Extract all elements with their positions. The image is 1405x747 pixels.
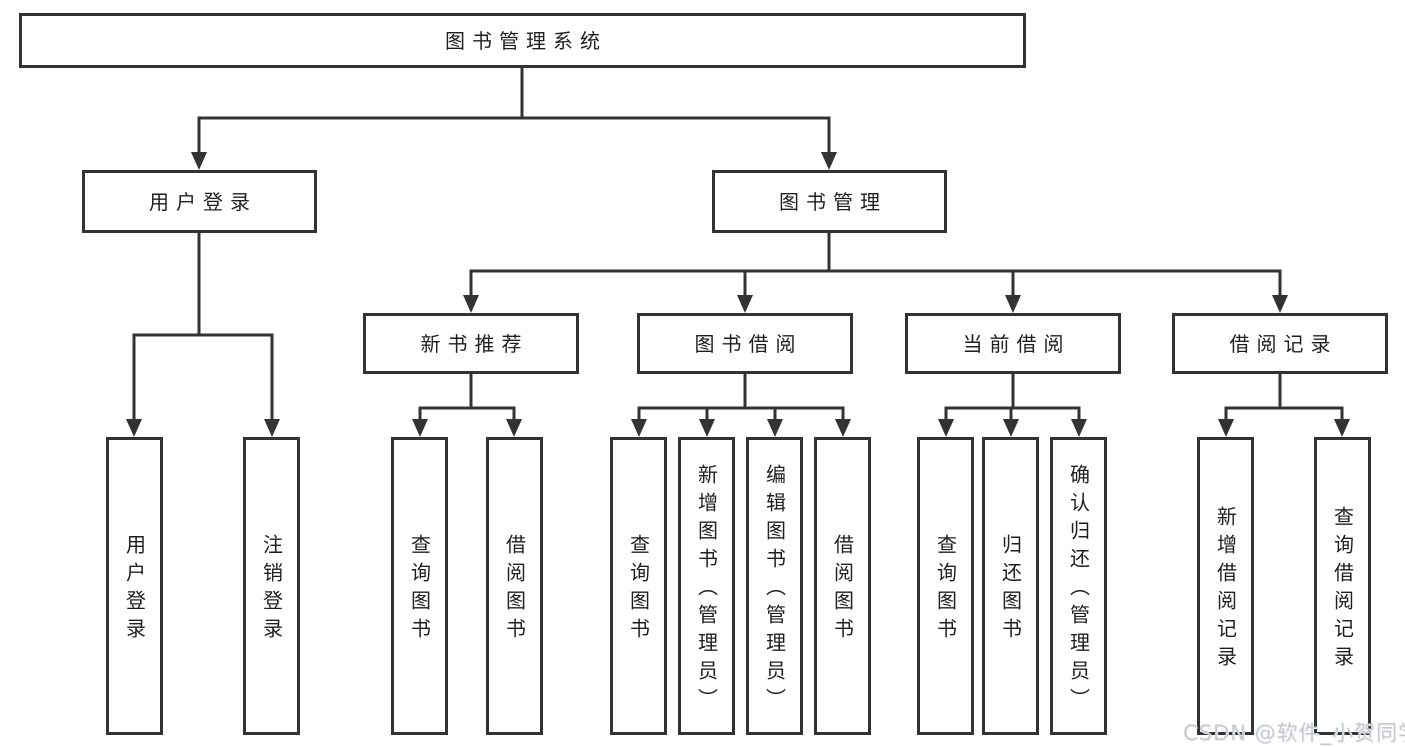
node-new-book-recommendation: 新书推荐: [363, 313, 579, 374]
arrowhead-current-borrowing: [1005, 295, 1021, 313]
arrowhead-leaf-query-books-1: [412, 419, 428, 437]
arrowhead-leaf-query-borrow-record: [1334, 419, 1350, 437]
arrowhead-leaf-edit-book: [767, 419, 783, 437]
leaf-label: 确认归还（管理员）: [1066, 464, 1091, 716]
leaf-return-books: 归还图书: [982, 437, 1039, 735]
leaf-label: 借阅图书: [830, 534, 855, 646]
leaf-add-book-admin: 新增图书（管理员）: [678, 437, 735, 735]
leaf-label: 新增图书（管理员）: [694, 464, 719, 716]
node-book-management: 图书管理: [712, 170, 947, 233]
arrowhead-borrowing-records: [1272, 295, 1288, 313]
arrowhead-leaf-borrow-books-2: [835, 419, 851, 437]
arrowhead-book-management: [821, 152, 837, 170]
leaf-user-login: 用户登录: [106, 437, 163, 735]
leaf-edit-book-admin: 编辑图书（管理员）: [746, 437, 803, 735]
arrowhead-leaf-user-login: [126, 419, 142, 437]
leaf-logout: 注销登录: [243, 437, 300, 735]
connector-root-to-level2: [197, 66, 831, 154]
leaf-query-books-borrowing: 查询图书: [610, 437, 667, 735]
node-current-borrowing: 当前借阅: [905, 313, 1121, 374]
leaf-label: 新增借阅记录: [1213, 506, 1238, 674]
node-label: 图书管理系统: [445, 28, 607, 53]
leaf-label: 编辑图书（管理员）: [762, 464, 787, 716]
leaf-label: 查询图书: [407, 534, 432, 646]
arrowhead-leaf-logout: [264, 419, 280, 437]
connector-book-management-branch: [469, 233, 1282, 297]
leaf-label: 用户登录: [122, 534, 147, 646]
node-label: 借阅记录: [1229, 331, 1338, 356]
leaf-query-borrow-record: 查询借阅记录: [1314, 437, 1371, 735]
arrowhead-new-book-recommendation: [463, 295, 479, 313]
arrowhead-leaf-query-books-3: [938, 419, 954, 437]
leaf-query-books-current: 查询图书: [917, 437, 974, 735]
connector-current-borrowing-branch: [944, 374, 1081, 421]
arrowhead-leaf-borrow-books-1: [506, 419, 522, 437]
leaf-query-books-recommendation: 查询图书: [391, 437, 448, 735]
leaf-label: 查询借阅记录: [1330, 506, 1355, 674]
connector-user-login-branch: [132, 233, 274, 421]
leaf-add-borrow-record: 新增借阅记录: [1197, 437, 1254, 735]
node-library-management-system: 图书管理系统: [19, 13, 1026, 68]
node-label: 图书借阅: [694, 331, 803, 356]
leaf-label: 归还图书: [998, 534, 1023, 646]
leaf-label: 查询图书: [626, 534, 651, 646]
node-label: 用户登录: [149, 189, 257, 214]
connector-borrowing-records-branch: [1224, 374, 1344, 421]
node-label: 图书管理: [779, 189, 887, 214]
arrowhead-leaf-confirm-return: [1071, 419, 1087, 437]
arrowhead-leaf-return-books: [1003, 419, 1019, 437]
arrowhead-leaf-add-borrow-record: [1218, 419, 1234, 437]
leaf-borrow-books-borrowing: 借阅图书: [814, 437, 871, 735]
watermark: CSDN @软件_小贺同学: [1183, 721, 1405, 745]
node-book-borrowing: 图书借阅: [637, 313, 853, 374]
arrowhead-user-login: [191, 152, 207, 170]
leaf-label: 借阅图书: [502, 534, 527, 646]
arrowhead-book-borrowing: [737, 295, 753, 313]
node-label: 当前借阅: [962, 331, 1071, 356]
leaf-label: 注销登录: [259, 534, 284, 646]
connector-book-borrowing-branch: [637, 374, 845, 421]
leaf-label: 查询图书: [933, 534, 958, 646]
connector-new-book-branch: [418, 374, 516, 421]
arrowhead-leaf-query-books-2: [631, 419, 647, 437]
node-user-login: 用户登录: [82, 170, 317, 233]
leaf-borrow-books-recommendation: 借阅图书: [486, 437, 543, 735]
arrowhead-leaf-add-book: [699, 419, 715, 437]
node-borrowing-records: 借阅记录: [1172, 313, 1388, 374]
leaf-confirm-return-admin: 确认归还（管理员）: [1050, 437, 1107, 735]
node-label: 新书推荐: [420, 331, 529, 356]
